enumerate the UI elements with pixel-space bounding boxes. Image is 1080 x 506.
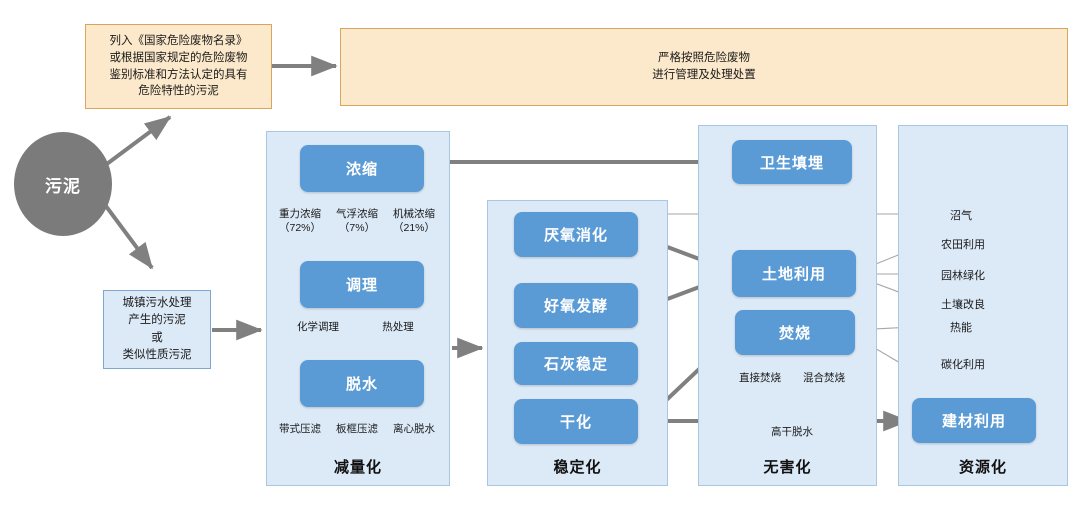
node-building-material-use[interactable]: 建材利用 xyxy=(912,398,1036,443)
caption-co-incineration: 混合焚烧 xyxy=(792,371,856,385)
caption-gravity-thickening-name: 重力浓缩 xyxy=(279,208,321,220)
product-farmland-use-label: 农田利用 xyxy=(941,239,985,251)
node-lime-stabilization-label: 石灰稳定 xyxy=(543,356,608,373)
product-landscaping-label: 园林绿化 xyxy=(941,270,985,282)
caption-plate-filter-press-name: 板框压滤 xyxy=(336,423,378,435)
hazardous-treatment-line-2: 进行管理及处理处置 xyxy=(652,69,756,81)
source-node-label: 污泥 xyxy=(45,176,81,196)
product-soil-improvement-label: 土壤改良 xyxy=(941,299,985,311)
node-building-material-use-label: 建材利用 xyxy=(941,413,1006,430)
node-conditioning[interactable]: 调理 xyxy=(300,261,424,308)
source-node-sludge: 污泥 xyxy=(14,132,112,236)
edge-label-high-dry-dewatering-text: 高干脱水 xyxy=(771,426,813,438)
stage-title-resource: 资源化 xyxy=(958,459,1007,476)
node-incineration-label: 焚烧 xyxy=(778,325,811,342)
node-aerobic-fermentation-label: 好氧发酵 xyxy=(543,298,608,315)
node-dewatering-label: 脱水 xyxy=(345,376,378,393)
caption-belt-filter-press-name: 带式压滤 xyxy=(279,423,321,435)
product-carbonization-use: 碳化利用 xyxy=(941,356,985,372)
product-carbonization-use-label: 碳化利用 xyxy=(941,359,985,371)
caption-thermal-treatment: 热处理 xyxy=(370,320,426,334)
municipal-line-3: 或 xyxy=(151,331,163,344)
edge-label-high-dry-dewatering: 高干脱水 xyxy=(728,425,856,439)
municipal-line-4: 类似性质污泥 xyxy=(122,348,192,361)
node-land-application[interactable]: 土地利用 xyxy=(732,250,856,297)
caption-gravity-thickening: 重力浓缩 （72%） xyxy=(268,208,332,235)
caption-centrifugal-dewatering: 离心脱水 xyxy=(382,422,446,436)
caption-flotation-thickening-value: （7%） xyxy=(338,221,376,234)
hazardous-classification-box: 列入《国家危险废物名录》 或根据国家规定的危险废物 鉴别标准和方法认定的具有 危… xyxy=(85,24,272,109)
caption-gravity-thickening-value: （72%） xyxy=(278,221,321,234)
stage-panel-harmless: 无害化 xyxy=(698,125,877,486)
municipal-line-2: 产生的污泥 xyxy=(128,314,186,327)
caption-flotation-thickening: 气浮浓缩 （7%） xyxy=(325,208,389,235)
caption-chemical-conditioning-name: 化学调理 xyxy=(297,321,339,333)
node-incineration[interactable]: 焚烧 xyxy=(735,310,855,355)
municipal-line-1: 城镇污水处理 xyxy=(122,297,192,309)
caption-direct-incineration-name: 直接焚烧 xyxy=(739,372,781,384)
caption-mechanical-thickening: 机械浓缩 （21%） xyxy=(382,208,446,235)
caption-direct-incineration: 直接焚烧 xyxy=(728,371,792,385)
hazardous-treatment-line-1: 严格按照危险废物 xyxy=(658,52,750,65)
node-thickening[interactable]: 浓缩 xyxy=(300,145,424,192)
node-anaerobic-digestion-label: 厌氧消化 xyxy=(543,227,608,244)
node-sanitary-landfill[interactable]: 卫生填埋 xyxy=(732,140,852,184)
caption-centrifugal-dewatering-name: 离心脱水 xyxy=(393,423,435,435)
hazardous-line-2: 或根据国家规定的危险废物 xyxy=(109,51,248,64)
hazardous-line-3: 鉴别标准和方法认定的具有 xyxy=(109,68,248,81)
product-landscaping: 园林绿化 xyxy=(941,267,985,283)
product-soil-improvement: 土壤改良 xyxy=(941,296,985,312)
node-land-application-label: 土地利用 xyxy=(761,266,826,283)
node-conditioning-label: 调理 xyxy=(345,277,378,294)
node-thickening-label: 浓缩 xyxy=(345,161,378,178)
node-drying-label: 干化 xyxy=(559,414,592,431)
municipal-sludge-box: 城镇污水处理 产生的污泥 或 类似性质污泥 xyxy=(103,290,211,369)
node-anaerobic-digestion[interactable]: 厌氧消化 xyxy=(514,212,638,257)
stage-title-reduction: 减量化 xyxy=(333,459,382,476)
caption-chemical-conditioning: 化学调理 xyxy=(286,320,350,334)
product-thermal-energy: 热能 xyxy=(950,319,972,335)
hazardous-line-1: 列入《国家危险废物名录》 xyxy=(109,35,248,48)
caption-belt-filter-press: 带式压滤 xyxy=(268,422,332,436)
stage-title-harmless: 无害化 xyxy=(763,459,812,476)
caption-flotation-thickening-name: 气浮浓缩 xyxy=(336,208,378,220)
node-drying[interactable]: 干化 xyxy=(514,399,638,444)
caption-plate-filter-press: 板框压滤 xyxy=(325,422,389,436)
node-lime-stabilization[interactable]: 石灰稳定 xyxy=(514,342,638,385)
product-thermal-energy-label: 热能 xyxy=(950,322,972,334)
caption-mechanical-thickening-value: （21%） xyxy=(392,221,435,234)
product-biogas-label: 沼气 xyxy=(950,210,972,222)
hazardous-line-4: 危险特性的污泥 xyxy=(138,85,219,98)
node-dewatering[interactable]: 脱水 xyxy=(300,360,424,407)
stage-title-stabilization: 稳定化 xyxy=(553,459,602,476)
product-biogas: 沼气 xyxy=(950,207,972,223)
caption-mechanical-thickening-name: 机械浓缩 xyxy=(393,208,435,220)
caption-co-incineration-name: 混合焚烧 xyxy=(803,372,845,384)
caption-thermal-treatment-name: 热处理 xyxy=(382,321,414,333)
node-sanitary-landfill-label: 卫生填埋 xyxy=(759,154,824,172)
hazardous-treatment-box: 严格按照危险废物 进行管理及处理处置 xyxy=(340,28,1068,106)
node-aerobic-fermentation[interactable]: 好氧发酵 xyxy=(514,283,638,328)
product-farmland-use: 农田利用 xyxy=(941,236,985,252)
